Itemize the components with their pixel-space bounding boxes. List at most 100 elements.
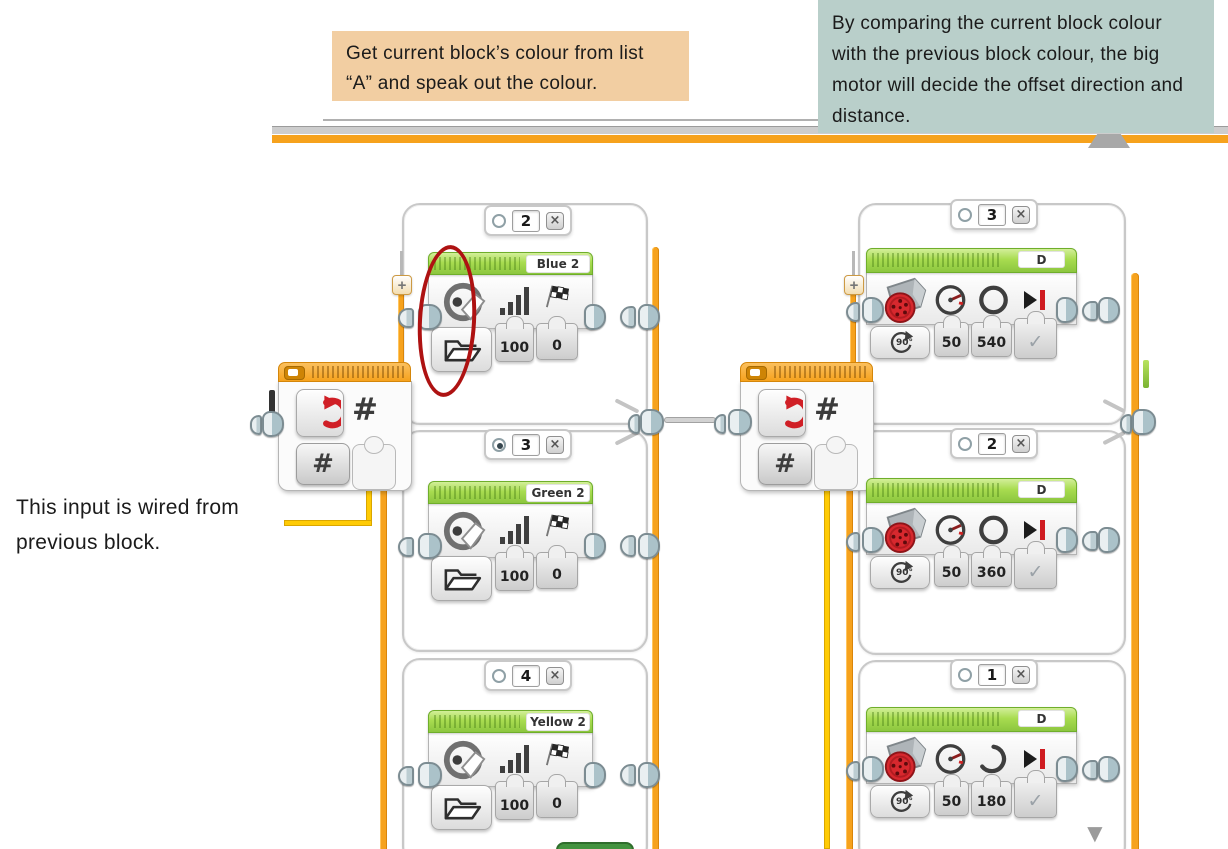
sequence-plug[interactable] [862, 527, 884, 553]
case-tab[interactable]: 3 × [484, 429, 572, 460]
case-default-radio[interactable] [958, 667, 972, 682]
sequence-plug[interactable] [250, 415, 262, 435]
rotation-unit-button[interactable]: 90° [870, 785, 930, 818]
case-default-radio[interactable] [958, 436, 972, 451]
sequence-plug[interactable] [628, 414, 640, 434]
sequence-plug[interactable] [640, 409, 664, 435]
case-close-button[interactable]: × [1012, 434, 1030, 453]
data-wire[interactable] [824, 478, 830, 849]
sequence-plug[interactable] [1056, 756, 1078, 782]
scroll-down-indicator[interactable]: ▼ [1082, 818, 1108, 848]
flat-view-toggle-icon[interactable] [746, 366, 767, 380]
sequence-wire[interactable] [664, 417, 716, 423]
case-close-button[interactable]: × [546, 666, 564, 685]
sequence-plug[interactable] [1082, 301, 1098, 321]
switch-default-value-button[interactable]: # [758, 443, 812, 485]
sequence-plug[interactable] [418, 304, 442, 330]
add-case-button[interactable]: + [844, 275, 864, 295]
flat-view-toggle-icon[interactable] [284, 366, 305, 380]
volume-value-tab[interactable]: 100 [495, 552, 534, 591]
sequence-plug[interactable] [398, 537, 414, 557]
wait-complete-tab[interactable]: ✓ [1014, 548, 1057, 589]
rotation-unit-button[interactable]: 90° [870, 556, 930, 589]
sequence-plug[interactable] [398, 766, 414, 786]
switch-mode-button[interactable] [296, 389, 344, 437]
wait-complete-tab[interactable]: ✓ [1014, 318, 1057, 359]
sound-block-name-tab[interactable]: Blue 2 [526, 255, 590, 273]
sequence-plug[interactable] [638, 533, 660, 559]
degrees-value-tab[interactable]: 540 [971, 322, 1012, 357]
sequence-plug[interactable] [1132, 409, 1156, 435]
sequence-plug[interactable] [1056, 527, 1078, 553]
sequence-plug[interactable] [1082, 531, 1098, 551]
sequence-plug[interactable] [262, 411, 284, 437]
value-input-socket[interactable] [352, 444, 396, 490]
sequence-plug[interactable] [1098, 527, 1120, 553]
sequence-plug[interactable] [418, 762, 442, 788]
switch-mode-button[interactable] [758, 389, 806, 437]
wait-complete-tab[interactable]: ✓ [1014, 777, 1057, 818]
sequence-plug[interactable] [714, 414, 726, 434]
value-input-socket[interactable] [814, 444, 858, 490]
file-select-button[interactable] [431, 785, 492, 830]
file-select-button[interactable] [431, 556, 492, 601]
case-default-radio[interactable] [492, 437, 506, 452]
play-type-value-tab[interactable]: 0 [536, 552, 578, 589]
case-default-radio[interactable] [492, 668, 506, 683]
case-value-field[interactable]: 3 [978, 203, 1006, 226]
sequence-plug[interactable] [862, 756, 884, 782]
sequence-plug[interactable] [638, 304, 660, 330]
degrees-value-tab[interactable]: 180 [971, 781, 1012, 816]
motor-port-tab[interactable]: D [1018, 481, 1065, 498]
sequence-plug[interactable] [418, 533, 442, 559]
sequence-plug[interactable] [728, 409, 752, 435]
sequence-plug[interactable] [862, 297, 884, 323]
sound-block-name-tab[interactable]: Yellow 2 [526, 713, 590, 731]
sequence-plug[interactable] [638, 762, 660, 788]
loop-resize-handle[interactable] [1088, 134, 1130, 148]
rotation-unit-button[interactable]: 90° [870, 326, 930, 359]
case-tab[interactable]: 4 × [484, 660, 572, 691]
sequence-plug[interactable] [620, 306, 636, 328]
case-default-radio[interactable] [492, 213, 506, 228]
sequence-plug[interactable] [398, 308, 414, 328]
volume-value-tab[interactable]: 100 [495, 323, 534, 362]
sequence-plug[interactable] [584, 304, 606, 330]
case-close-button[interactable]: × [1012, 665, 1030, 684]
sequence-plug[interactable] [1082, 760, 1098, 780]
sequence-plug[interactable] [1098, 297, 1120, 323]
sequence-plug[interactable] [1098, 756, 1120, 782]
sound-block-name-tab[interactable]: Green 2 [526, 484, 590, 502]
switch-default-value-button[interactable]: # [296, 443, 350, 485]
switch-block-header[interactable] [278, 362, 411, 382]
sequence-plug[interactable] [846, 532, 860, 552]
case-value-field[interactable]: 3 [512, 433, 540, 456]
case-value-field[interactable]: 1 [978, 663, 1006, 686]
case-tab[interactable]: 2 × [950, 428, 1038, 459]
case-tab[interactable]: 3 × [950, 199, 1038, 230]
sequence-plug[interactable] [1120, 414, 1132, 434]
power-value-tab[interactable]: 50 [934, 552, 969, 587]
add-case-button[interactable]: + [392, 275, 412, 295]
motor-port-tab[interactable]: D [1018, 710, 1065, 727]
case-close-button[interactable]: × [1012, 205, 1030, 224]
case-close-button[interactable]: × [546, 435, 564, 454]
play-type-value-tab[interactable]: 0 [536, 781, 578, 818]
case-value-field[interactable]: 2 [978, 432, 1006, 455]
power-value-tab[interactable]: 50 [934, 322, 969, 357]
sequence-plug[interactable] [846, 302, 860, 322]
data-wire[interactable] [284, 520, 372, 526]
case-tab[interactable]: 2 × [484, 205, 572, 236]
file-select-button[interactable] [431, 327, 492, 372]
case-close-button[interactable]: × [546, 211, 564, 230]
case-value-field[interactable]: 2 [512, 209, 540, 232]
sequence-plug[interactable] [846, 761, 860, 781]
motor-port-tab[interactable]: D [1018, 251, 1065, 268]
data-wire[interactable] [366, 489, 372, 523]
volume-value-tab[interactable]: 100 [495, 781, 534, 820]
switch-block-header[interactable] [740, 362, 873, 382]
case-tab[interactable]: 1 × [950, 659, 1038, 690]
sequence-plug[interactable] [584, 762, 606, 788]
case-value-field[interactable]: 4 [512, 664, 540, 687]
degrees-value-tab[interactable]: 360 [971, 552, 1012, 587]
